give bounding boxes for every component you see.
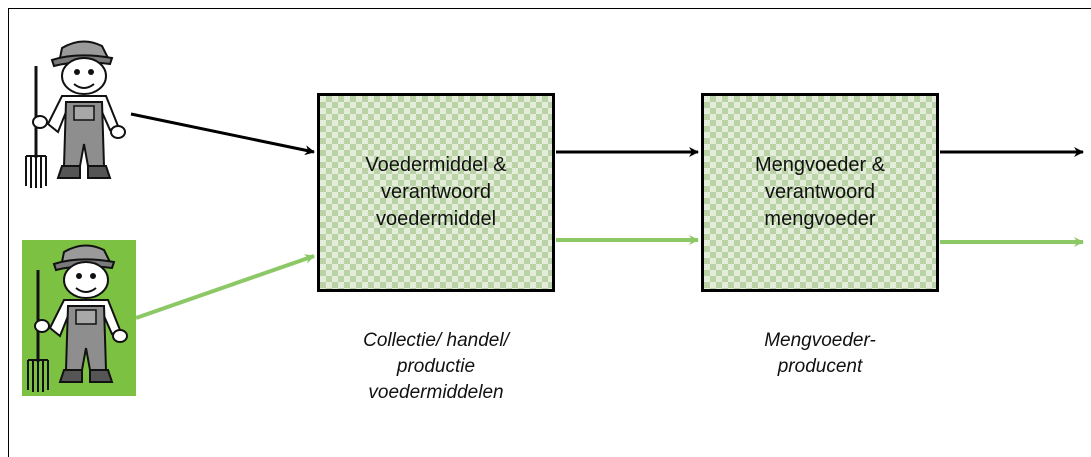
- node-feed-material-label: Voedermiddel & verantwoord voedermiddel: [365, 154, 507, 230]
- node-feed-material: Voedermiddel & verantwoord voedermiddel: [317, 93, 555, 292]
- caption-producer: Mengvoeder- producent: [764, 330, 876, 377]
- conventional-farmer-icon: [25, 40, 126, 188]
- arrow-responsible-farmer-to-feed-material: [135, 254, 315, 320]
- caption-collection: Collectie/ handel/ productie voedermidde…: [363, 330, 509, 403]
- responsible-farmer-background: [22, 240, 136, 396]
- responsible-farmer-icon: [27, 244, 128, 392]
- node-compound-feed-label: Mengvoeder & verantwoord mengvoeder: [754, 154, 886, 230]
- node-compound-feed: Mengvoeder & verantwoord mengvoeder: [701, 93, 939, 292]
- arrow-farmer-to-feed-material: [130, 112, 315, 156]
- diagram-frame: [8, 8, 1091, 457]
